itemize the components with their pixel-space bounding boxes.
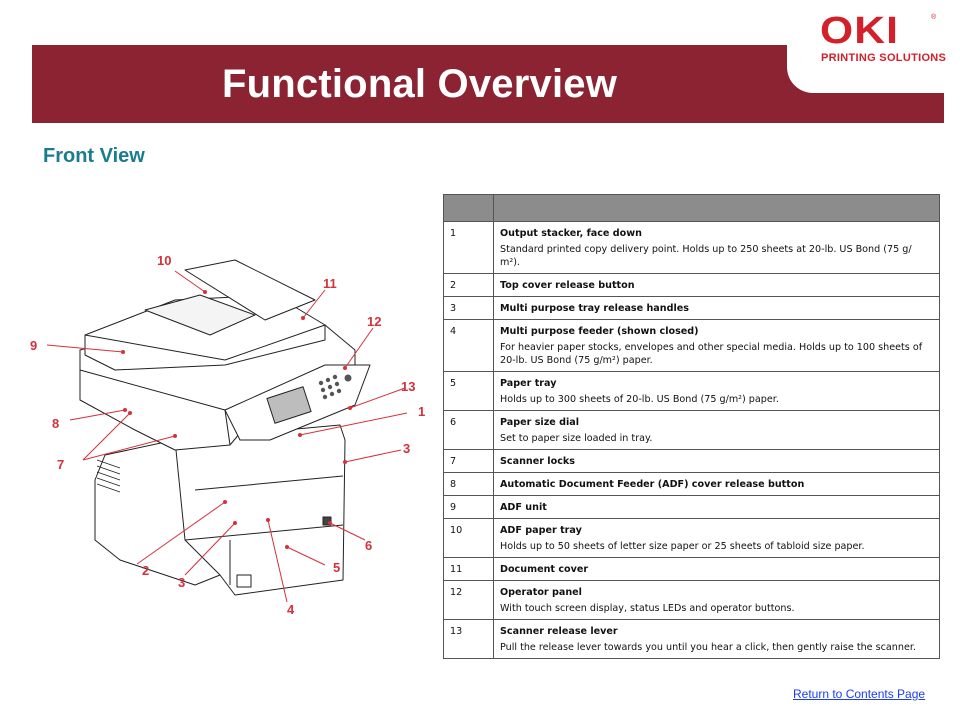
row-number: 2 — [443, 273, 494, 297]
row-description-cell: ADF unit — [493, 495, 940, 519]
callout-9: 9 — [30, 338, 37, 353]
oki-logo: OKI — [820, 10, 900, 52]
callout-10: 10 — [157, 253, 171, 268]
callout-5: 5 — [333, 560, 340, 575]
callout-12: 12 — [367, 314, 381, 329]
callout-6: 6 — [365, 538, 372, 553]
component-description: With touch screen display, status LEDs a… — [500, 603, 795, 614]
row-number: 12 — [443, 580, 494, 620]
row-description-cell: Automatic Document Feeder (ADF) cover re… — [493, 472, 940, 496]
component-title: ADF paper tray — [500, 525, 582, 536]
table-row: 11 Document cover — [443, 557, 940, 581]
component-title: Top cover release button — [500, 280, 635, 291]
component-description: Set to paper size loaded in tray. — [500, 433, 653, 444]
component-description: Standard printed copy delivery point. Ho… — [500, 244, 912, 268]
row-number: 1 — [443, 221, 494, 274]
callout-2: 2 — [142, 563, 149, 578]
row-number: 10 — [443, 518, 494, 558]
row-number: 8 — [443, 472, 494, 496]
table-row: 9 ADF unit — [443, 495, 940, 519]
callout-3-right: 3 — [403, 441, 410, 456]
callout-4: 4 — [287, 602, 295, 617]
row-number: 13 — [443, 619, 494, 659]
logo-subtitle: PRINTING SOLUTIONS — [821, 52, 947, 64]
logo-tab — [787, 0, 960, 93]
row-number: 6 — [443, 410, 494, 450]
table-header-row — [443, 194, 940, 222]
logo-registered-mark: ® — [931, 14, 937, 21]
component-description: Holds up to 300 sheets of 20-lb. US Bond… — [500, 394, 779, 405]
component-title: Scanner locks — [500, 456, 575, 467]
component-description: For heavier paper stocks, envelopes and … — [500, 342, 923, 366]
row-number: 7 — [443, 449, 494, 473]
callout-1: 1 — [418, 404, 425, 419]
component-title: Multi purpose tray release handles — [500, 303, 689, 314]
table-row: 7 Scanner locks — [443, 449, 940, 473]
table-row: 3 Multi purpose tray release handles — [443, 296, 940, 320]
printer-diagram: 1 2 3 3 4 5 6 7 8 9 10 11 12 13 — [30, 253, 425, 617]
component-title: Scanner release lever — [500, 626, 618, 637]
callout-3-left: 3 — [178, 575, 185, 590]
callout-11: 11 — [323, 276, 337, 291]
component-description: Holds up to 50 sheets of letter size pap… — [500, 541, 865, 552]
component-title: Paper tray — [500, 378, 557, 389]
return-to-contents-link[interactable]: Return to Contents Page — [793, 687, 926, 701]
component-title: Automatic Document Feeder (ADF) cover re… — [500, 479, 805, 490]
component-title: Operator panel — [500, 587, 582, 598]
component-title: Multi purpose feeder (shown closed) — [500, 326, 699, 337]
printer-body — [94, 424, 346, 596]
row-number: 3 — [443, 296, 494, 320]
table-row: 4 Multi purpose feeder (shown closed) For … — [443, 319, 940, 372]
component-title: ADF unit — [500, 502, 547, 513]
section-subtitle: Front View — [43, 145, 145, 167]
callout-7: 7 — [57, 457, 64, 472]
page-title: Functional Overview — [222, 62, 618, 106]
callout-8: 8 — [52, 416, 59, 431]
row-number: 9 — [443, 495, 494, 519]
component-title: Paper size dial — [500, 417, 580, 428]
table-row: 2 Top cover release button — [443, 273, 940, 297]
row-description-cell: Scanner locks — [493, 449, 940, 473]
component-title: Document cover — [500, 564, 589, 575]
row-description-cell: Top cover release button — [493, 273, 940, 297]
row-description-cell: Multi purpose feeder (shown closed) For h… — [493, 319, 940, 372]
component-description: Pull the release lever towards you until… — [500, 642, 916, 653]
table-row: 8 Automatic Document Feeder (ADF) cover r… — [443, 472, 940, 496]
row-number: 5 — [443, 371, 494, 411]
row-number: 11 — [443, 557, 494, 581]
callout-13: 13 — [401, 379, 415, 394]
component-title: Output stacker, face down — [500, 228, 642, 239]
row-description-cell: Document cover — [493, 557, 940, 581]
adf-paper-tray — [184, 259, 316, 321]
row-description-cell: Multi purpose tray release handles — [493, 296, 940, 320]
row-number: 4 — [443, 319, 494, 372]
